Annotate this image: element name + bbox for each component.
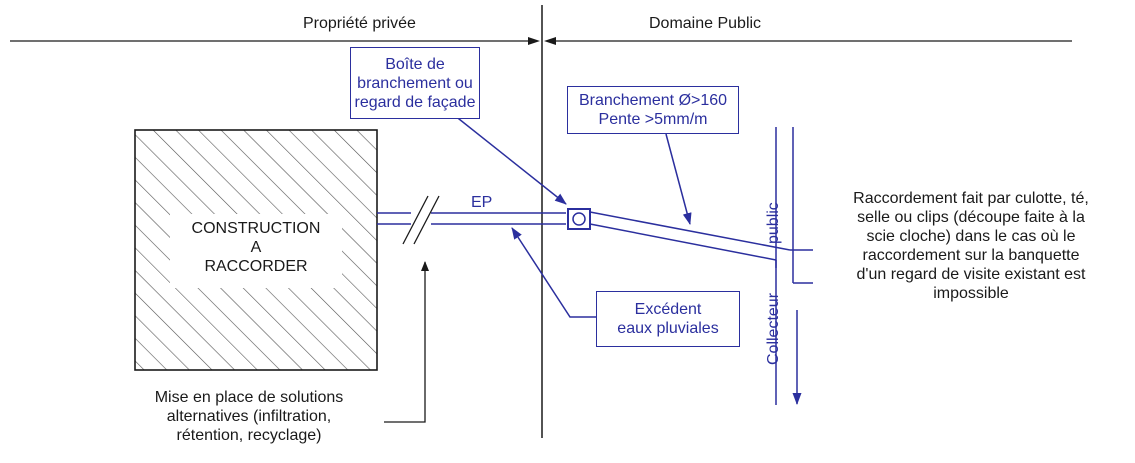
public-domain-label: Domaine Public xyxy=(649,15,762,32)
inspection-box-opening xyxy=(572,212,586,226)
raccordement-note-line6: impossible xyxy=(933,285,1009,302)
alternatives-note-line3: rétention, recyclage) xyxy=(176,427,322,444)
branchement-leader-arrow xyxy=(665,133,692,225)
public-zone-arrowhead xyxy=(544,37,556,45)
excedent-leader-arrow xyxy=(511,227,596,318)
raccordement-note-line2: selle ou clips (découpe faite à la xyxy=(857,209,1085,226)
pipe-break-mark-right xyxy=(413,195,440,245)
branchement-box: Branchement Ø>160 Pente >5mm/m xyxy=(567,86,739,134)
ep-label: EP xyxy=(471,194,493,211)
raccordement-note-line4: raccordement sur la banquette xyxy=(862,247,1080,264)
construction-label-backdrop xyxy=(170,214,342,288)
alternatives-note: Mise en place de solutions alternatives … xyxy=(118,388,380,445)
construction-label-line2: A xyxy=(250,239,262,256)
construction-label: CONSTRUCTION A RACCORDER xyxy=(170,219,342,276)
inspection-box xyxy=(567,208,591,230)
branchement-box-line1: Branchement Ø>160 xyxy=(578,92,728,109)
raccordement-note: Raccordement fait par culotte, té, selle… xyxy=(815,189,1127,303)
pipe-break-gap xyxy=(411,206,431,232)
raccordement-note-line5: d'un regard de visite existant est xyxy=(856,266,1086,283)
boite-leader-arrow xyxy=(453,114,567,205)
alternatives-note-line2: alternatives (infiltration, xyxy=(166,408,332,425)
raccordement-note-line3: scie cloche) dans le cas où le xyxy=(866,228,1076,245)
alternatives-leader-arrow xyxy=(384,261,429,423)
private-zone-arrowhead xyxy=(528,37,540,45)
excedent-box-line1: Excédent xyxy=(634,301,702,318)
pipe-break-mark-left xyxy=(402,195,429,245)
construction-label-line1: CONSTRUCTION xyxy=(191,220,321,237)
excedent-box: Excédent eaux pluviales xyxy=(596,291,740,347)
private-property-label: Propriété privée xyxy=(303,15,416,32)
branch-pipe-top xyxy=(589,211,791,251)
boite-branchement-box: Boîte de branchement ou regard de façade xyxy=(350,47,480,119)
raccordement-note-line1: Raccordement fait par culotte, té, xyxy=(853,190,1089,207)
alternatives-note-line1: Mise en place de solutions xyxy=(154,389,344,406)
branchement-box-line2: Pente >5mm/m xyxy=(598,111,708,128)
branch-pipe-bottom xyxy=(589,223,777,261)
collecteur-label: Collecteur xyxy=(765,292,782,365)
construction-label-line3: RACCORDER xyxy=(204,258,308,275)
boite-box-line3: regard de façade xyxy=(354,93,476,111)
boite-box-line1: Boîte de xyxy=(385,55,445,73)
excedent-box-line2: eaux pluviales xyxy=(617,320,719,337)
boite-box-line2: branchement ou xyxy=(357,74,473,92)
public-collector-label: public xyxy=(765,202,782,244)
